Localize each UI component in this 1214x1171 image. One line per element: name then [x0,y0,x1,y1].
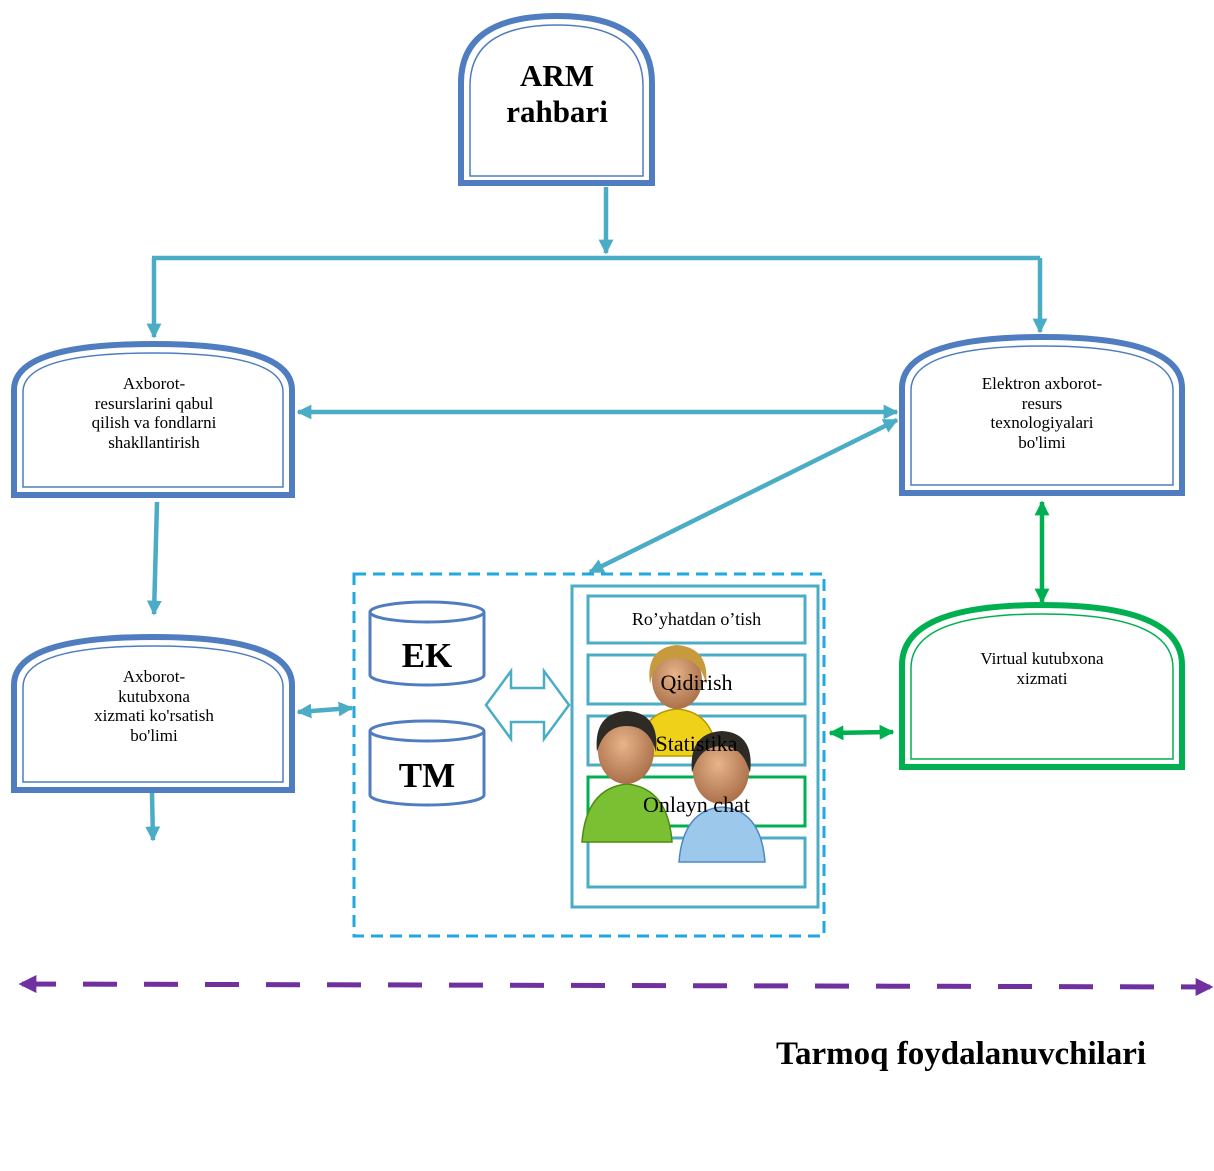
head-title-line1: ARM [519,58,595,93]
menu-item-search: Qidirish [660,670,733,695]
system-container [352,572,826,938]
service-line3: xizmati ko'rsatish [94,706,214,726]
acquisition-line1: Axborot- [122,374,186,393]
service-title: Axborot- kutubxona xizmati ko'rsatish bo… [54,667,254,749]
network-line [18,975,1214,996]
database-tm [368,719,486,807]
electronic-line2: resurs [1021,393,1063,413]
menu-item-chat: Onlayn chat [643,792,750,817]
acquisition-line4: shakllantirish [108,432,200,452]
head-title-line2: rahbari [506,93,608,129]
arch-head [458,12,655,186]
arch-acquisition [11,340,295,498]
menu-item-statistics: Statistika [655,731,738,756]
acquisition-title: Axborot- resurslarini qabul qilish va fo… [54,374,254,456]
database-ek [368,600,486,687]
database-ek-label: EK [401,636,453,675]
service-line1: Axborot- [122,667,186,686]
double-arrow-icon [484,667,571,743]
virtual-line1: Virtual kutubxona [980,649,1104,668]
menu-item-box-1 [586,594,807,645]
head-title: ARM rahbari [486,58,628,129]
acquisition-line2: resurslarini qabul [94,393,214,413]
acquisition-line3: qilish va fondlarni [91,413,217,433]
arch-service [11,633,295,793]
service-line2: kutubxona [118,686,190,706]
users-icon [581,645,766,863]
electronic-line1: Elektron axborot- [981,374,1103,393]
database-tm-label: TM [398,756,456,795]
menu-item-register: Ro’yhatdan o’tish [631,609,762,629]
arch-electronic [899,333,1185,496]
electronic-title: Elektron axborot- resurs texnologiyalari… [942,374,1142,456]
virtual-line2: xizmati [1016,668,1068,688]
virtual-title: Virtual kutubxona xizmati [932,649,1152,688]
electronic-line3: texnologiyalari [990,413,1094,433]
service-line4: bo'limi [130,725,178,745]
arch-virtual [899,601,1185,770]
electronic-line4: bo'limi [1018,432,1066,452]
connector-green [828,500,1050,741]
users-label: Tarmoq foydalanuvchilari [776,1036,1147,1072]
connector-tree [145,187,1048,842]
